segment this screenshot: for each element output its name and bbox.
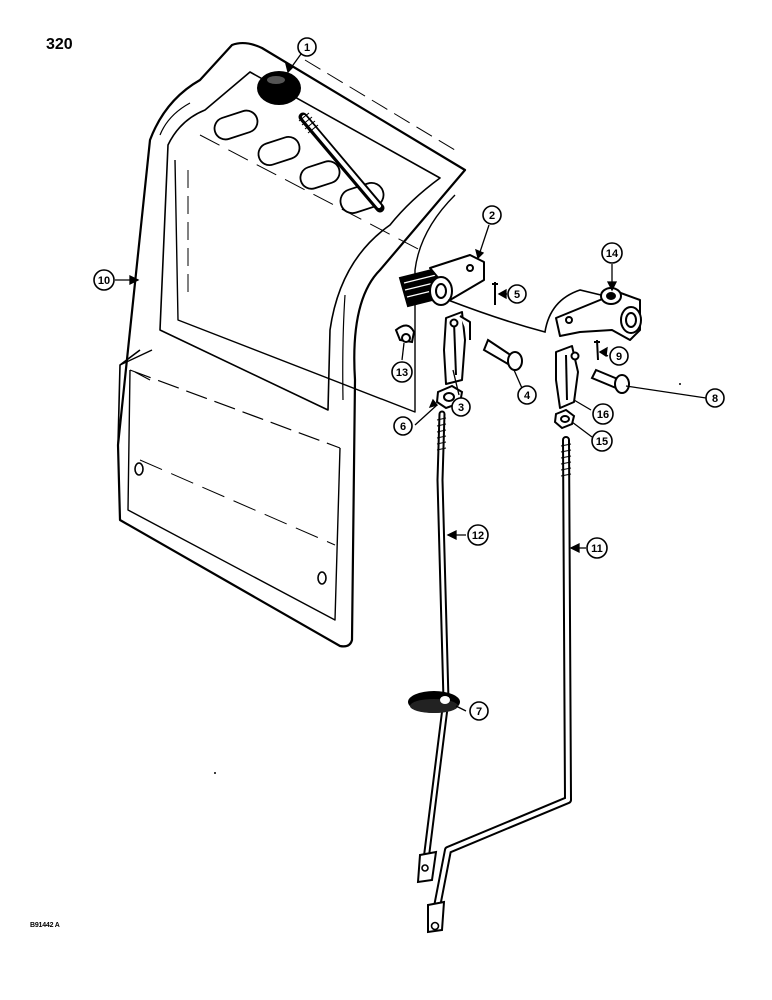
callout-7: 7 <box>469 701 489 721</box>
svg-text:8: 8 <box>712 393 718 405</box>
rubber-boot <box>408 691 460 713</box>
grease-fitting <box>394 324 416 344</box>
page-number: 320 <box>46 36 73 53</box>
leader-lines <box>115 53 707 712</box>
figure-code: B91442 A <box>30 922 60 929</box>
callout-5: 5 <box>507 284 527 304</box>
speck <box>679 383 681 385</box>
cotter-pin <box>492 282 498 305</box>
clevis-pin-left <box>482 338 523 371</box>
shift-knob <box>257 71 301 105</box>
console-panel <box>116 41 467 648</box>
shift-rod-left <box>416 410 450 884</box>
callout-13: 13 <box>391 361 413 383</box>
svg-text:3: 3 <box>458 402 464 414</box>
callout-15: 15 <box>591 430 613 452</box>
callout-8: 8 <box>705 388 725 408</box>
clevis-pin-right <box>590 368 630 394</box>
callout-2: 2 <box>482 205 502 225</box>
callout-10: 10 <box>93 269 115 291</box>
svg-text:14: 14 <box>606 248 619 260</box>
shift-lever <box>298 112 385 213</box>
jam-nut-right <box>553 408 576 430</box>
clevis-left <box>443 311 471 385</box>
svg-text:9: 9 <box>616 351 622 363</box>
linkage-wire <box>447 289 606 334</box>
svg-text:12: 12 <box>472 530 484 542</box>
shift-rod-right <box>427 436 572 934</box>
svg-text:16: 16 <box>597 409 609 421</box>
clevis-right <box>555 345 580 409</box>
svg-text:10: 10 <box>98 275 110 287</box>
callout-1: 1 <box>297 37 317 57</box>
svg-text:6: 6 <box>400 421 406 433</box>
callout-14: 14 <box>601 242 623 264</box>
callout-9: 9 <box>609 346 629 366</box>
callout-12: 12 <box>467 524 489 546</box>
callout-16: 16 <box>592 403 614 425</box>
callout-4: 4 <box>517 385 537 405</box>
svg-text:4: 4 <box>524 390 531 402</box>
svg-text:15: 15 <box>596 436 608 448</box>
callout-3: 3 <box>451 397 471 417</box>
svg-text:2: 2 <box>489 210 495 222</box>
shift-bracket <box>429 254 485 306</box>
svg-text:11: 11 <box>591 543 603 555</box>
svg-text:5: 5 <box>514 289 520 301</box>
svg-text:13: 13 <box>396 367 408 379</box>
svg-text:1: 1 <box>304 42 310 54</box>
svg-text:7: 7 <box>476 706 482 718</box>
speck <box>214 772 216 774</box>
callout-11: 11 <box>586 537 608 559</box>
callout-6: 6 <box>393 416 413 436</box>
cotter-pin-right <box>594 339 600 361</box>
